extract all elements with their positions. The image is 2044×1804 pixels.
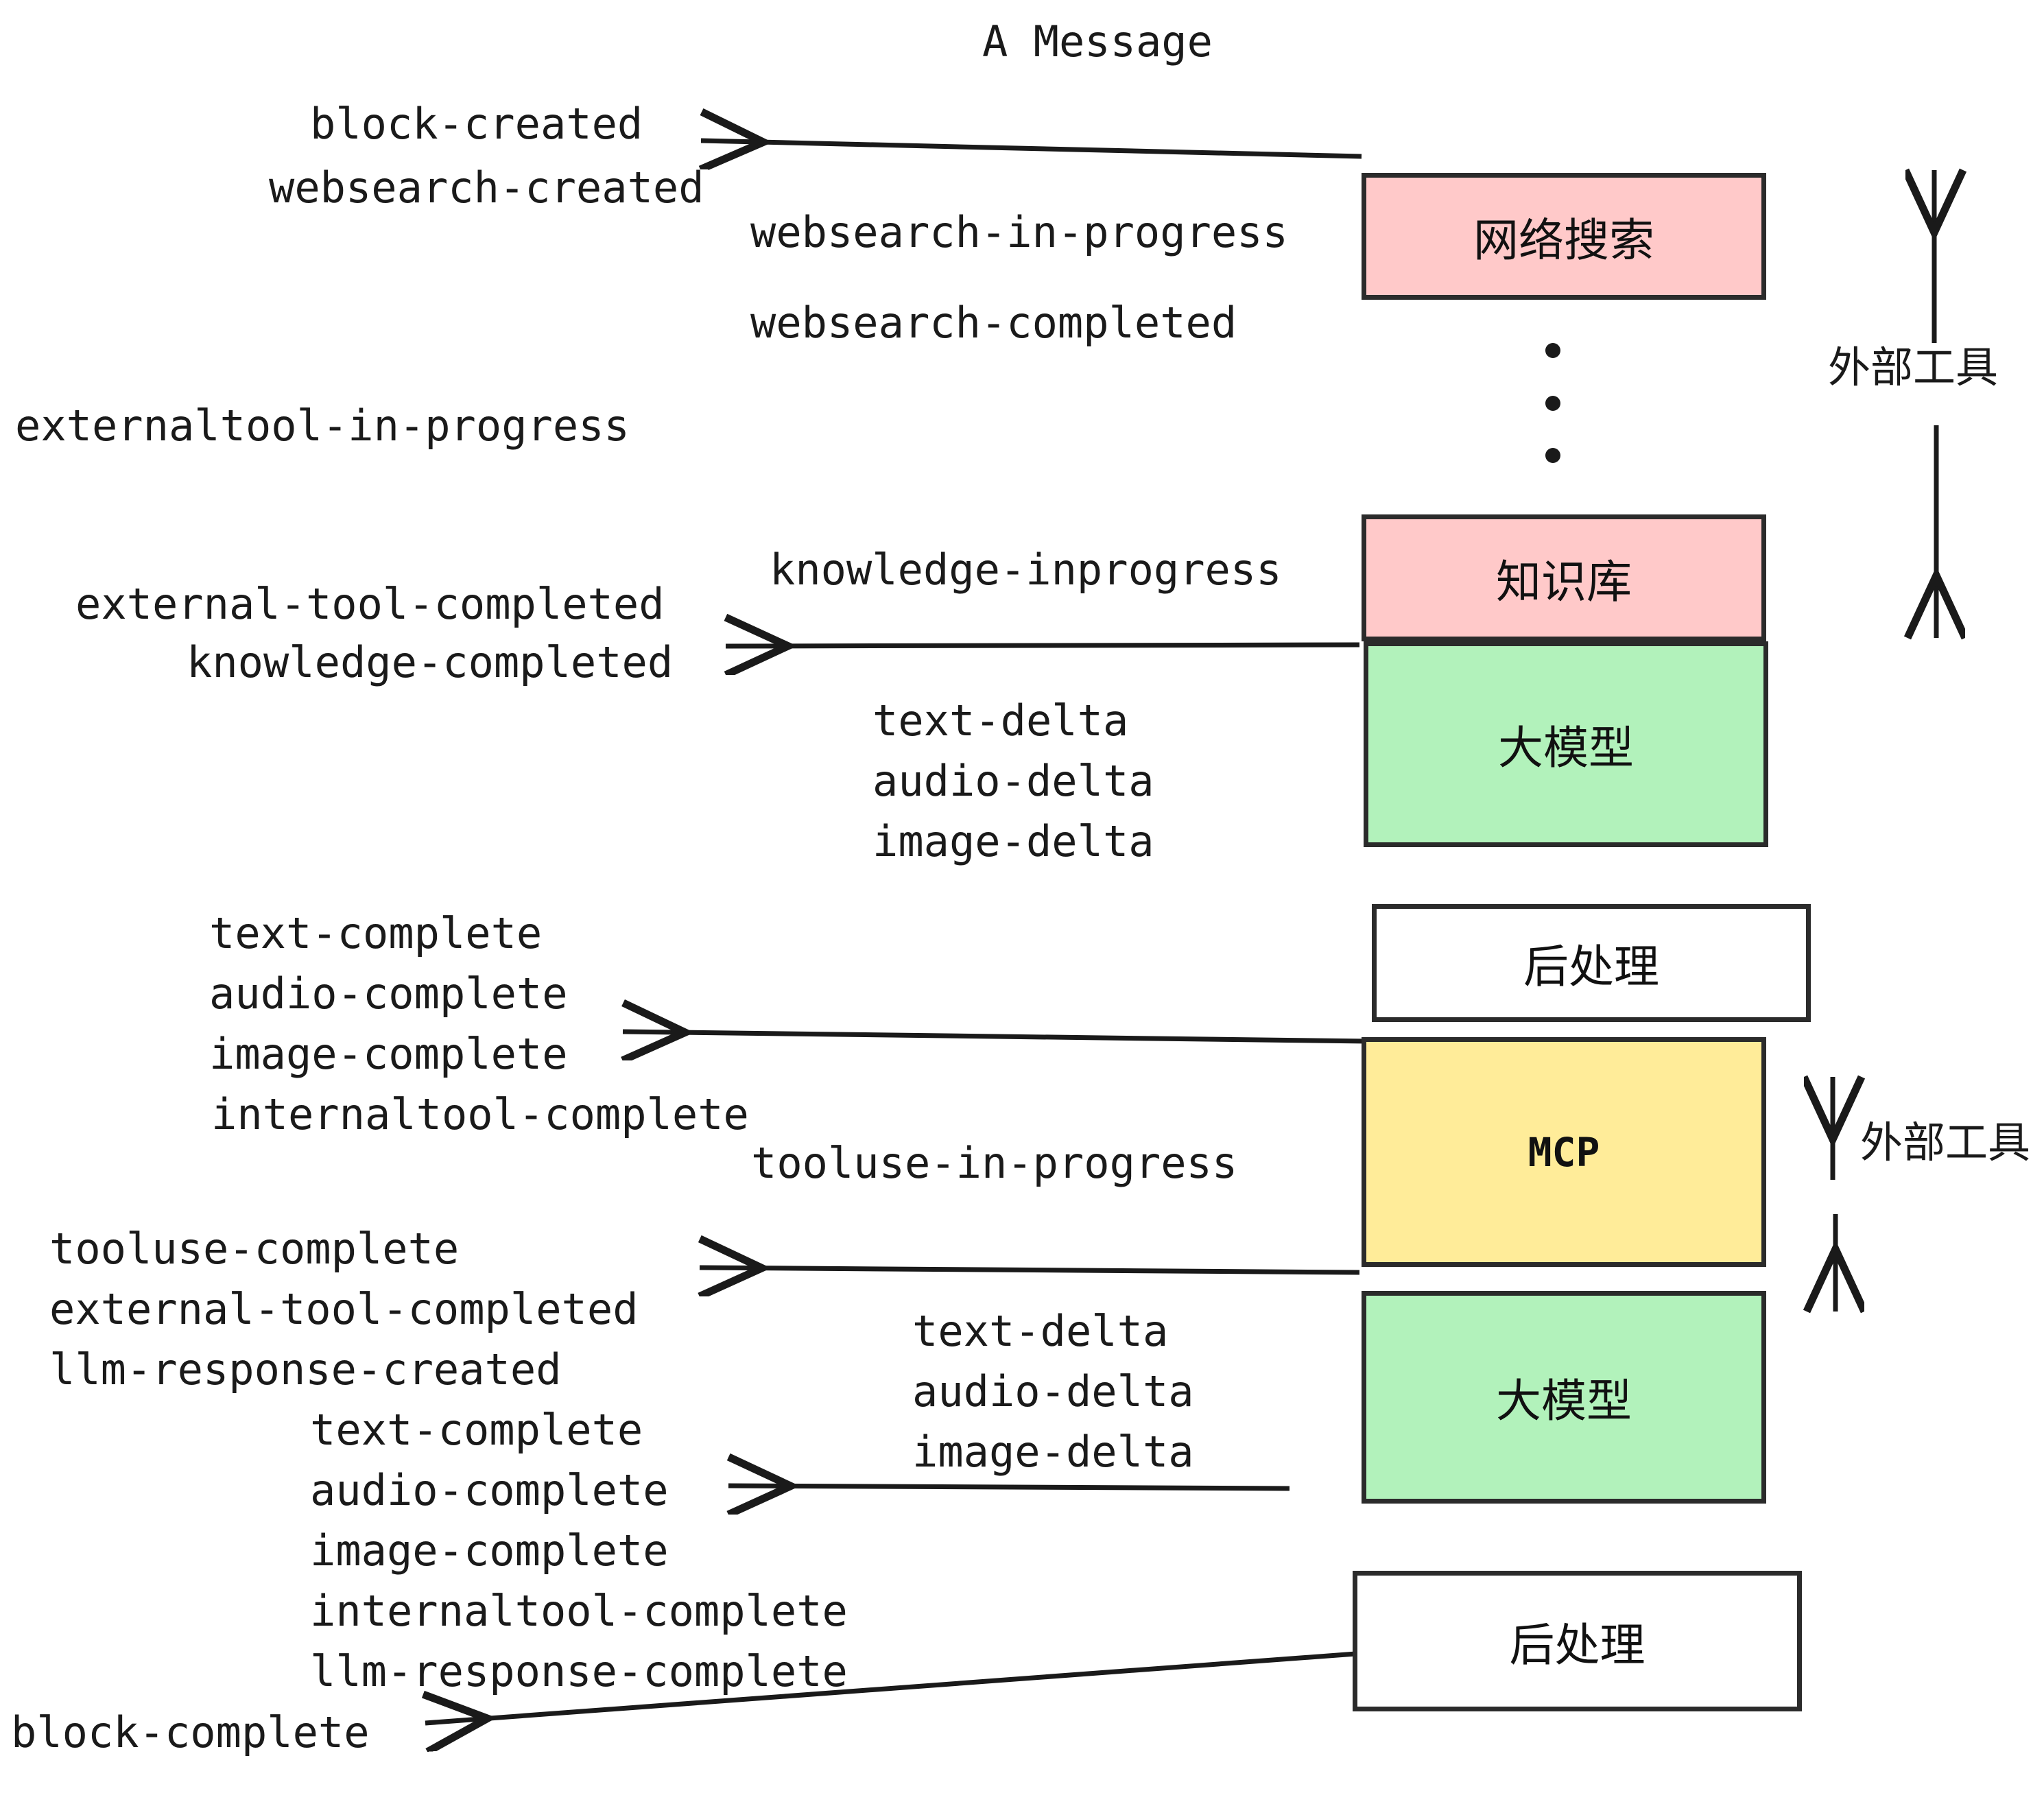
event-block-complete: block-complete	[11, 1707, 370, 1757]
event-block-created: block-created	[310, 99, 643, 149]
event-knowledge-inprogress: knowledge-inprogress	[770, 545, 1282, 595]
event-tooluse-in-progress: tooluse-in-progress	[751, 1138, 1238, 1188]
event-audio-delta-2: audio-delta	[912, 1366, 1194, 1416]
ellipsis-dot	[1545, 343, 1560, 358]
box-llm-2[interactable]: 大模型	[1362, 1291, 1766, 1504]
box-llm-2-label: 大模型	[1496, 1375, 1632, 1427]
event-image-complete-2: image-complete	[310, 1526, 669, 1576]
event-audio-complete-2: audio-complete	[310, 1465, 669, 1515]
event-internaltool-complete-1: internaltool-complete	[211, 1089, 749, 1139]
arrow-mcp-to-tooluse	[700, 1268, 1360, 1272]
event-externaltool-in-progress: externaltool-in-progress	[15, 401, 630, 451]
box-llm-1-label: 大模型	[1498, 722, 1634, 774]
box-mcp-label: MCP	[1528, 1128, 1600, 1176]
event-websearch-created: websearch-created	[269, 163, 704, 213]
event-image-delta-1: image-delta	[872, 816, 1154, 866]
event-llm-response-created: llm-response-created	[49, 1344, 562, 1394]
box-postprocess-1-label: 后处理	[1523, 940, 1659, 993]
box-websearch[interactable]: 网络搜索	[1362, 173, 1766, 300]
box-llm-1[interactable]: 大模型	[1364, 641, 1768, 847]
event-external-tool-completed-2: external-tool-completed	[49, 1284, 639, 1334]
event-audio-delta-1: audio-delta	[872, 756, 1154, 806]
event-text-delta-2: text-delta	[912, 1306, 1169, 1356]
box-websearch-label: 网络搜索	[1473, 213, 1654, 267]
event-text-delta-1: text-delta	[872, 696, 1129, 746]
event-external-tool-completed-1: external-tool-completed	[75, 579, 665, 629]
event-audio-complete-1: audio-complete	[209, 969, 568, 1019]
event-text-complete-2: text-complete	[310, 1405, 643, 1455]
arrow-knowledge-to-completed	[726, 645, 1360, 646]
box-mcp[interactable]: MCP	[1362, 1037, 1766, 1267]
event-knowledge-completed: knowledge-completed	[187, 637, 674, 687]
event-internaltool-complete-2: internaltool-complete	[310, 1586, 848, 1636]
box-postprocess-1[interactable]: 后处理	[1372, 904, 1811, 1022]
arrow-postprocess1-to-imagecomplete	[623, 1032, 1369, 1041]
event-text-complete-1: text-complete	[209, 908, 543, 958]
event-image-delta-2: image-delta	[912, 1427, 1194, 1477]
external-tool-label-2: 外部工具	[1860, 1117, 2031, 1167]
external-tool-label-1: 外部工具	[1828, 342, 1999, 392]
ellipsis-dot	[1545, 448, 1560, 463]
box-knowledge-label: 知识库	[1496, 555, 1632, 608]
ellipsis-dot	[1545, 395, 1560, 411]
arrow-llm2-to-audiocomplete	[728, 1486, 1290, 1488]
event-image-complete-1: image-complete	[209, 1029, 568, 1079]
box-postprocess-2[interactable]: 后处理	[1353, 1571, 1802, 1711]
box-postprocess-2-label: 后处理	[1509, 1618, 1645, 1672]
box-knowledge[interactable]: 知识库	[1362, 514, 1766, 641]
event-websearch-in-progress: websearch-in-progress	[750, 207, 1288, 257]
vertical-ellipsis	[1545, 343, 1561, 463]
arrow-websearch-to-blockcreated	[701, 141, 1362, 156]
page-title: A Message	[982, 16, 1213, 67]
event-llm-response-complete: llm-response-complete	[310, 1646, 848, 1696]
event-websearch-completed: websearch-completed	[750, 298, 1237, 348]
event-tooluse-complete: tooluse-complete	[49, 1224, 460, 1274]
